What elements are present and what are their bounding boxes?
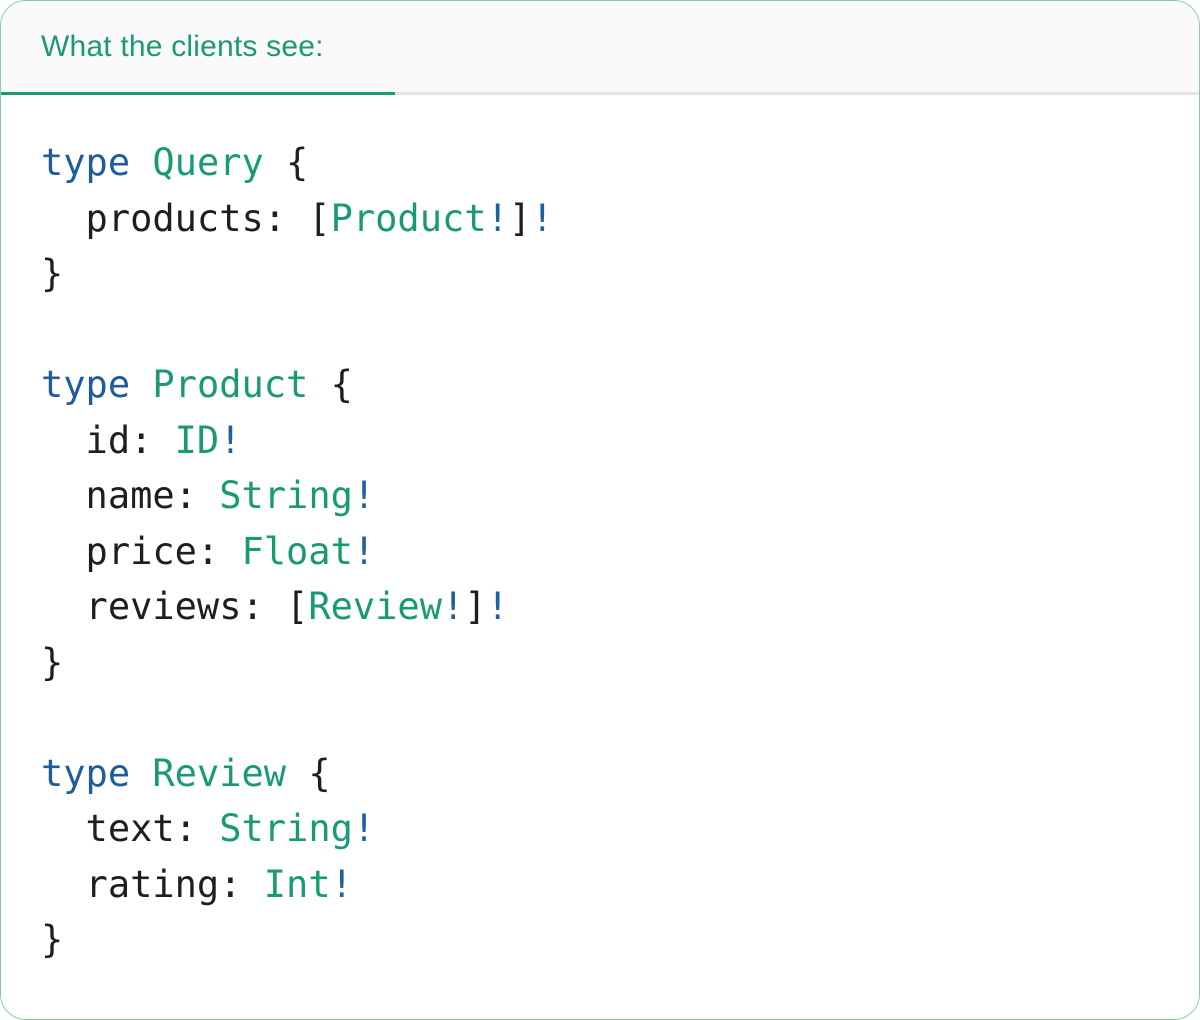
- code-line: }: [41, 912, 1159, 968]
- code-line: }: [41, 246, 1159, 302]
- code-token-ty: Int: [263, 862, 331, 906]
- code-token-ty: Query: [152, 141, 264, 184]
- code-token-pl: price:: [41, 529, 242, 573]
- code-token-ty: String: [219, 474, 353, 517]
- code-line: [41, 302, 1159, 358]
- code-token-pl: }: [41, 252, 64, 295]
- code-token-bg: !: [531, 196, 554, 240]
- code-token-pl: reviews: [: [41, 585, 309, 628]
- code-token-bg: !: [441, 585, 465, 628]
- code-line: reviews: [Review!]!: [41, 579, 1159, 635]
- code-token-pl: [130, 141, 152, 184]
- code-token-pl: ]: [464, 585, 487, 628]
- code-line: }: [41, 635, 1159, 691]
- code-token-pl: [130, 752, 152, 795]
- code-token-bg: !: [352, 529, 376, 573]
- code-token-bg: !: [486, 196, 509, 240]
- code-token-ty: ID: [174, 418, 220, 462]
- code-token-ty: String: [219, 807, 353, 850]
- code-line: price: Float!: [41, 524, 1159, 580]
- code-line: products: [Product!]!: [41, 191, 1159, 247]
- code-line: id: ID!: [41, 413, 1159, 469]
- code-token-ty: Product: [152, 363, 309, 406]
- tab-label: What the clients see:: [41, 29, 324, 63]
- code-token-ty: Review: [152, 751, 287, 795]
- code-token-pl: }: [41, 640, 64, 684]
- code-token-pl: name:: [41, 474, 220, 517]
- code-token-kw: type: [41, 751, 131, 795]
- code-token-ty: Review: [308, 585, 442, 628]
- code-token-pl: {: [286, 751, 331, 795]
- code-line: text: String!: [41, 801, 1159, 857]
- code-line: type Query {: [41, 135, 1159, 191]
- code-token-pl: ]: [508, 196, 532, 240]
- code-token-pl: text:: [41, 807, 220, 850]
- graphql-schema-code: type Query { products: [Product!]!}type …: [41, 135, 1159, 968]
- code-token-pl: {: [308, 363, 353, 406]
- code-token-pl: }: [41, 918, 64, 961]
- code-token-pl: [130, 363, 152, 406]
- tab-what-clients-see[interactable]: What the clients see:: [1, 1, 1199, 95]
- code-token-bg: !: [486, 585, 509, 628]
- code-line: [41, 690, 1159, 746]
- code-token-ty: Float: [241, 529, 353, 573]
- code-token-bg: !: [219, 418, 242, 462]
- code-token-bg: !: [352, 807, 376, 850]
- code-token-pl: products: [: [41, 196, 331, 240]
- code-token-bg: !: [330, 862, 353, 906]
- code-line: rating: Int!: [41, 857, 1159, 913]
- code-token-pl: id:: [41, 418, 175, 462]
- active-tab-indicator: [1, 92, 395, 95]
- code-area: type Query { products: [Product!]!}type …: [1, 95, 1199, 1019]
- code-token-kw: type: [41, 141, 131, 184]
- code-line: type Product {: [41, 357, 1159, 413]
- code-token-pl: rating:: [41, 862, 264, 906]
- code-line: name: String!: [41, 468, 1159, 524]
- code-token-kw: type: [41, 363, 131, 406]
- code-token-bg: !: [352, 474, 376, 517]
- code-token-pl: {: [263, 141, 309, 184]
- code-token-ty: Product: [330, 196, 487, 240]
- code-line: type Review {: [41, 746, 1159, 802]
